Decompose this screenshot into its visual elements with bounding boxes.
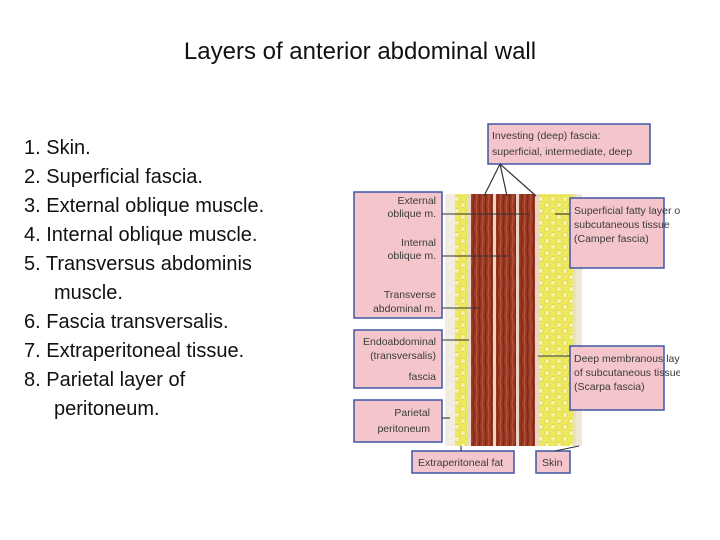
layer-list: 1. Skin. 2. Superficial fascia. 3. Exter… (24, 134, 264, 424)
svg-text:External: External (397, 195, 436, 207)
list-item-2: 2. Superficial fascia. (24, 166, 203, 188)
parietal-peritoneum-layer (445, 194, 455, 446)
svg-text:Parietal: Parietal (394, 407, 430, 419)
svg-text:(transversalis): (transversalis) (370, 350, 436, 362)
abdominal-wall-diagram: External oblique m. Internal oblique m. … (353, 123, 680, 474)
list-item-1: 1. Skin. (24, 137, 91, 159)
svg-text:(Scarpa fascia): (Scarpa fascia) (574, 381, 645, 393)
deep-fascia-layer (535, 194, 539, 446)
svg-text:Superficial fatty layer of: Superficial fatty layer of (574, 205, 680, 217)
tissue-layers (445, 194, 582, 446)
internal-oblique-muscle (496, 194, 516, 446)
svg-text:Transverse: Transverse (384, 289, 436, 301)
svg-text:fascia: fascia (409, 371, 437, 383)
svg-text:superficial, intermediate, dee: superficial, intermediate, deep (492, 146, 632, 158)
right-labels: Superficial fatty layer of subcutaneous … (569, 197, 680, 411)
list-item-5-cont: muscle. (54, 282, 123, 304)
svg-text:Deep membranous layer: Deep membranous layer (574, 353, 680, 365)
svg-text:peritoneum: peritoneum (377, 423, 430, 435)
svg-text:Skin: Skin (542, 457, 563, 469)
transversalis-fascia-layer (467, 194, 471, 446)
svg-text:abdominal m.: abdominal m. (373, 303, 436, 315)
svg-text:Investing (deep) fascia:: Investing (deep) fascia: (492, 130, 601, 142)
list-item-5: 5. Transversus abdominis (24, 253, 252, 275)
list-item-4: 4. Internal oblique muscle. (24, 224, 258, 246)
skin-layer (576, 194, 582, 446)
svg-text:Extraperitoneal fat: Extraperitoneal fat (418, 457, 503, 469)
list-item-3: 3. External oblique muscle. (24, 195, 265, 217)
svg-text:oblique m.: oblique m. (388, 208, 436, 220)
svg-text:Internal: Internal (401, 237, 436, 249)
svg-text:Endoabdominal: Endoabdominal (363, 336, 436, 348)
svg-text:of subcutaneous tissue: of subcutaneous tissue (574, 367, 680, 379)
external-oblique-muscle (519, 194, 535, 446)
svg-text:subcutaneous tissue: subcutaneous tissue (574, 219, 670, 231)
svg-text:(Camper fascia): (Camper fascia) (574, 233, 649, 245)
transverse-abdominal-muscle (471, 194, 493, 446)
subcutaneous-fat-layer (539, 194, 573, 446)
slide-title: Layers of anterior abdominal wall (183, 38, 537, 65)
list-item-8: 8. Parietal layer of (24, 369, 186, 391)
list-item-6: 6. Fascia transversalis. (24, 311, 229, 333)
list-item-7: 7. Extraperitoneal tissue. (24, 340, 245, 362)
svg-text:oblique m.: oblique m. (388, 250, 436, 262)
extraperitoneal-fat-layer (455, 194, 467, 446)
bottom-labels: Extraperitoneal fat Skin (411, 450, 571, 474)
leader-lines (442, 213, 580, 452)
left-labels: External oblique m. Internal oblique m. … (353, 191, 443, 443)
investing-fascia-label: Investing (deep) fascia: superficial, in… (483, 123, 651, 197)
list-item-8-cont: peritoneum. (54, 398, 160, 420)
